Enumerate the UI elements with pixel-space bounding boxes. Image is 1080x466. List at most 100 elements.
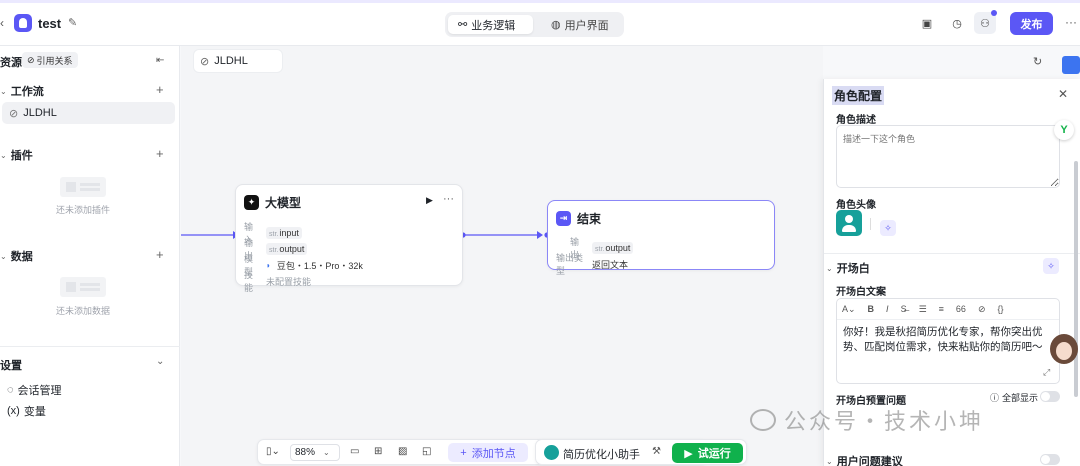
refresh-icon[interactable]: ↻ — [1033, 56, 1043, 68]
ai-generate-avatar-icon[interactable]: ✧ — [880, 220, 896, 236]
settings-item-variables[interactable]: (x) 变量 — [7, 403, 46, 419]
code-icon[interactable]: {} — [997, 304, 1004, 314]
add-workflow-icon[interactable]: + — [156, 82, 164, 97]
type-prefix: str. — [595, 246, 605, 253]
plugins-section-header[interactable]: ⌄ 插件 — [0, 147, 33, 163]
bold-icon[interactable]: B — [867, 304, 875, 314]
type-prefix: str. — [269, 247, 279, 254]
workflow-item-label: JLDHL — [23, 107, 57, 119]
add-plugin-icon[interactable]: + — [156, 146, 164, 161]
collapse-sidebar-icon[interactable]: ⇤ — [156, 55, 165, 66]
opening-text[interactable]: 你好！我是秋招简历优化专家，帮你突出优势、匹配岗位需求，快来粘贴你的简历吧～ — [843, 326, 1043, 353]
workflow-name: JLDHL — [214, 55, 248, 67]
row-key: 输出类型 — [556, 253, 584, 276]
add-data-icon[interactable]: + — [156, 247, 164, 262]
image-icon[interactable]: ▨ — [398, 446, 408, 457]
assistant-avatar[interactable] — [1050, 334, 1078, 364]
close-icon[interactable]: ✕ — [1058, 87, 1069, 101]
wrench-icon[interactable]: ⚒ — [652, 446, 661, 457]
end-node[interactable]: ⇥ 结束 输出 str.output 输出类型 返回文本 — [547, 200, 775, 276]
preview-icon[interactable]: ▣ — [921, 17, 933, 30]
llm-node[interactable]: ✦ 大模型 ▶ ··· 输入 str.input 输出 str.output 模… — [235, 184, 463, 293]
node-row-model: 模型 ◗ 豆包・1.5・Pro・32k — [244, 252, 363, 278]
input-tag: str.input — [266, 227, 302, 239]
workflow-section-header[interactable]: ⌄ 工作流 — [0, 83, 44, 99]
chat-icon: ◌ — [7, 384, 14, 396]
collaborators-icon[interactable]: ⚇ — [974, 10, 997, 34]
expand-icon[interactable]: ⤢ — [1043, 367, 1051, 377]
publish-button[interactable]: 发布 — [1010, 12, 1053, 35]
notification-dot — [991, 10, 997, 16]
italic-icon[interactable]: I — [886, 304, 889, 314]
workflow-section-label: 工作流 — [10, 86, 44, 98]
numbered-list-icon[interactable]: ≡ — [938, 304, 944, 314]
bullet-list-icon[interactable]: ☰ — [918, 303, 927, 314]
settings-item-conversation[interactable]: ◌ 会话管理 — [7, 382, 62, 398]
output-name: output — [605, 243, 631, 253]
bot-name[interactable]: 简历优化小助手 — [563, 449, 640, 461]
top-bar: ‹ test ✎ ⚯ 业务逻辑 ◍ 用户界面 ▣ ◷ ⚇ 发布 ··· — [0, 0, 1080, 46]
settings-item-label: 变量 — [23, 406, 46, 418]
row-key: 技能 — [244, 270, 254, 293]
divider — [870, 218, 871, 230]
chevron-down-icon[interactable]: ⌄ — [156, 356, 165, 367]
user-suggest-toggle[interactable] — [1040, 454, 1060, 465]
quote-icon[interactable]: 66 — [955, 304, 966, 314]
node-title: ⇥ 结束 — [556, 210, 601, 227]
layout-icon[interactable]: ⊞ — [374, 446, 383, 457]
mouse-mode-icon[interactable]: ▯⌄ — [266, 446, 280, 457]
zoom-select[interactable]: 88% ⌄ — [290, 444, 340, 461]
data-section-label: 数据 — [10, 251, 33, 263]
play-icon: ▶ — [684, 447, 693, 460]
settings-heading: 设置 — [0, 360, 22, 372]
tab-user-interface[interactable]: ◍ 用户界面 — [541, 15, 621, 34]
play-icon[interactable]: ▶ — [426, 195, 433, 205]
output-tag: str.output — [592, 242, 634, 254]
divider — [824, 253, 1080, 254]
ai-generate-opening-icon[interactable]: ✧ — [1043, 258, 1059, 274]
references-label: 引用关系 — [36, 55, 73, 66]
model-value: 豆包・1.5・Pro・32k — [276, 260, 363, 271]
history-icon[interactable]: ◷ — [952, 17, 962, 30]
test-run-button[interactable]: ▶ 试运行 — [672, 443, 743, 463]
back-icon[interactable]: ‹ — [0, 16, 4, 30]
opening-text-editor[interactable]: A⌄ B I S̶ ☰ ≡ 66 ⊘ {} 你好！我是秋招简历优化专家，帮你突出… — [836, 298, 1060, 384]
font-size-icon[interactable]: A⌄ — [842, 303, 856, 314]
plus-icon: + — [460, 446, 467, 459]
show-all-toggle[interactable] — [1040, 391, 1060, 402]
minimap-icon[interactable]: ◱ — [422, 446, 432, 457]
tab-business-logic[interactable]: ⚯ 业务逻辑 — [448, 15, 533, 34]
node-row-output-kind: 输出类型 返回文本 — [556, 251, 628, 277]
data-section-header[interactable]: ⌄ 数据 — [0, 248, 33, 264]
sidebar-item-workflow[interactable]: ⊘ JLDHL — [2, 102, 175, 124]
workflow-name-chip[interactable]: ⊘ JLDHL — [193, 49, 283, 73]
more-icon[interactable]: ··· — [1065, 15, 1077, 29]
type-prefix: str. — [269, 231, 279, 238]
plugins-section-label: 插件 — [10, 150, 33, 162]
chevron-down-icon: ⌄ — [826, 263, 833, 273]
role-avatar[interactable] — [836, 210, 862, 236]
sidebar-toggle-icon[interactable] — [1062, 56, 1080, 74]
more-icon[interactable]: ··· — [443, 193, 454, 205]
user-suggest-section-header[interactable]: ⌄ 用户问题建议 — [826, 453, 903, 466]
strikethrough-icon[interactable]: S̶ — [900, 304, 907, 314]
run-toolbar: 简历优化小助手 ⚒ ▶ 试运行 — [535, 439, 747, 465]
opening-section-label: 开场白 — [836, 263, 870, 275]
workflow-canvas[interactable]: ⊘ JLDHL ✦ 大模型 ▶ ··· 输入 str.input 输出 str.… — [181, 46, 823, 466]
scrollbar[interactable] — [1074, 161, 1078, 397]
comment-icon[interactable]: ▭ — [350, 446, 360, 457]
watermark-text: 公众号・技术小坤 — [784, 409, 985, 434]
variable-icon: (x) — [7, 405, 20, 417]
edit-icon[interactable]: ✎ — [68, 17, 78, 29]
bot-avatar — [544, 445, 559, 460]
assistant-badge-icon[interactable]: Y — [1054, 120, 1074, 140]
show-all-label: 全部显示 — [1002, 393, 1039, 403]
link-icon[interactable]: ⊘ — [977, 303, 986, 314]
app-title: test — [38, 16, 62, 31]
role-description-input[interactable] — [836, 125, 1060, 188]
references-button[interactable]: ⊘ 引用关系 — [22, 52, 78, 68]
opening-section-header[interactable]: ⌄ 开场白 — [826, 260, 870, 276]
output-tag: str.output — [266, 243, 308, 255]
add-node-button[interactable]: + 添加节点 — [448, 443, 528, 462]
empty-illustration — [60, 277, 106, 297]
